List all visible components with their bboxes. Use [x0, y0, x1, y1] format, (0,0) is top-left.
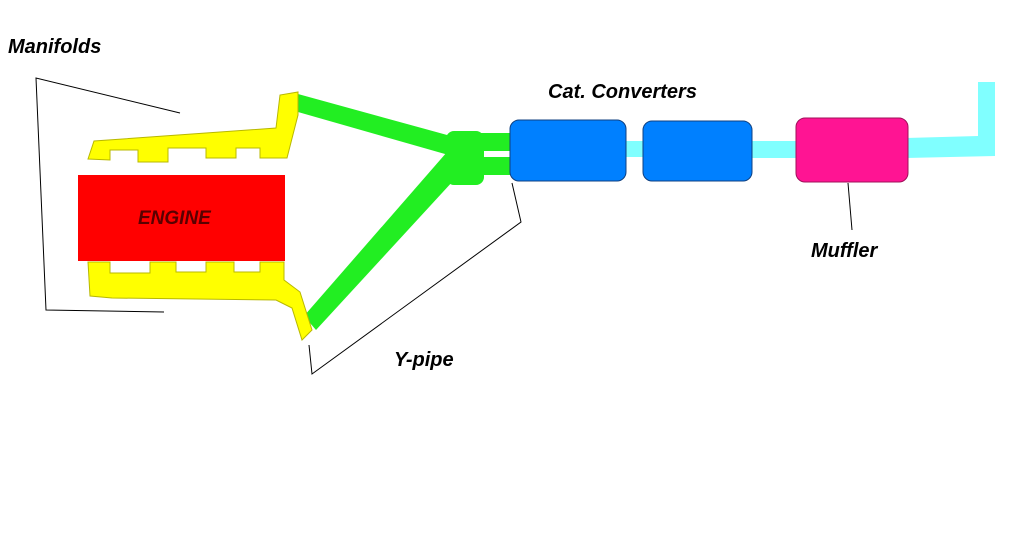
y-pipe-label: Y-pipe — [394, 349, 454, 371]
manifolds-label: Manifolds — [8, 36, 101, 58]
y-pipe-outlet-lower — [480, 157, 514, 175]
lower-manifold — [87, 261, 313, 341]
y-pipe-upper-branch — [298, 94, 458, 156]
upper-manifold — [87, 91, 299, 163]
tailpipe — [622, 82, 995, 158]
muffler-leader-line — [847, 182, 853, 231]
cat-converter-2 — [642, 120, 753, 182]
y-pipe-lower-branch — [304, 152, 465, 330]
manifolds-leader-line — [35, 77, 181, 313]
y-pipe-outlet-upper — [480, 133, 514, 151]
leader-lines — [35, 77, 853, 375]
manifolds — [87, 91, 313, 341]
engine-block — [78, 175, 285, 261]
cat-converters-label: Cat. Converters — [548, 81, 697, 103]
y-pipe-leader-line — [308, 182, 522, 375]
y-pipe — [298, 94, 514, 330]
tailpipe-segment-cat-to-muffler — [750, 141, 800, 158]
muffler-box — [795, 117, 909, 183]
muffler-label: Muffler — [811, 240, 879, 262]
engine-label: ENGINE — [138, 208, 212, 229]
tailpipe-segment-cat-to-cat — [622, 141, 648, 157]
tailpipe-end — [906, 82, 995, 158]
y-pipe-collector — [446, 131, 484, 185]
cat-converter-1 — [509, 119, 627, 182]
